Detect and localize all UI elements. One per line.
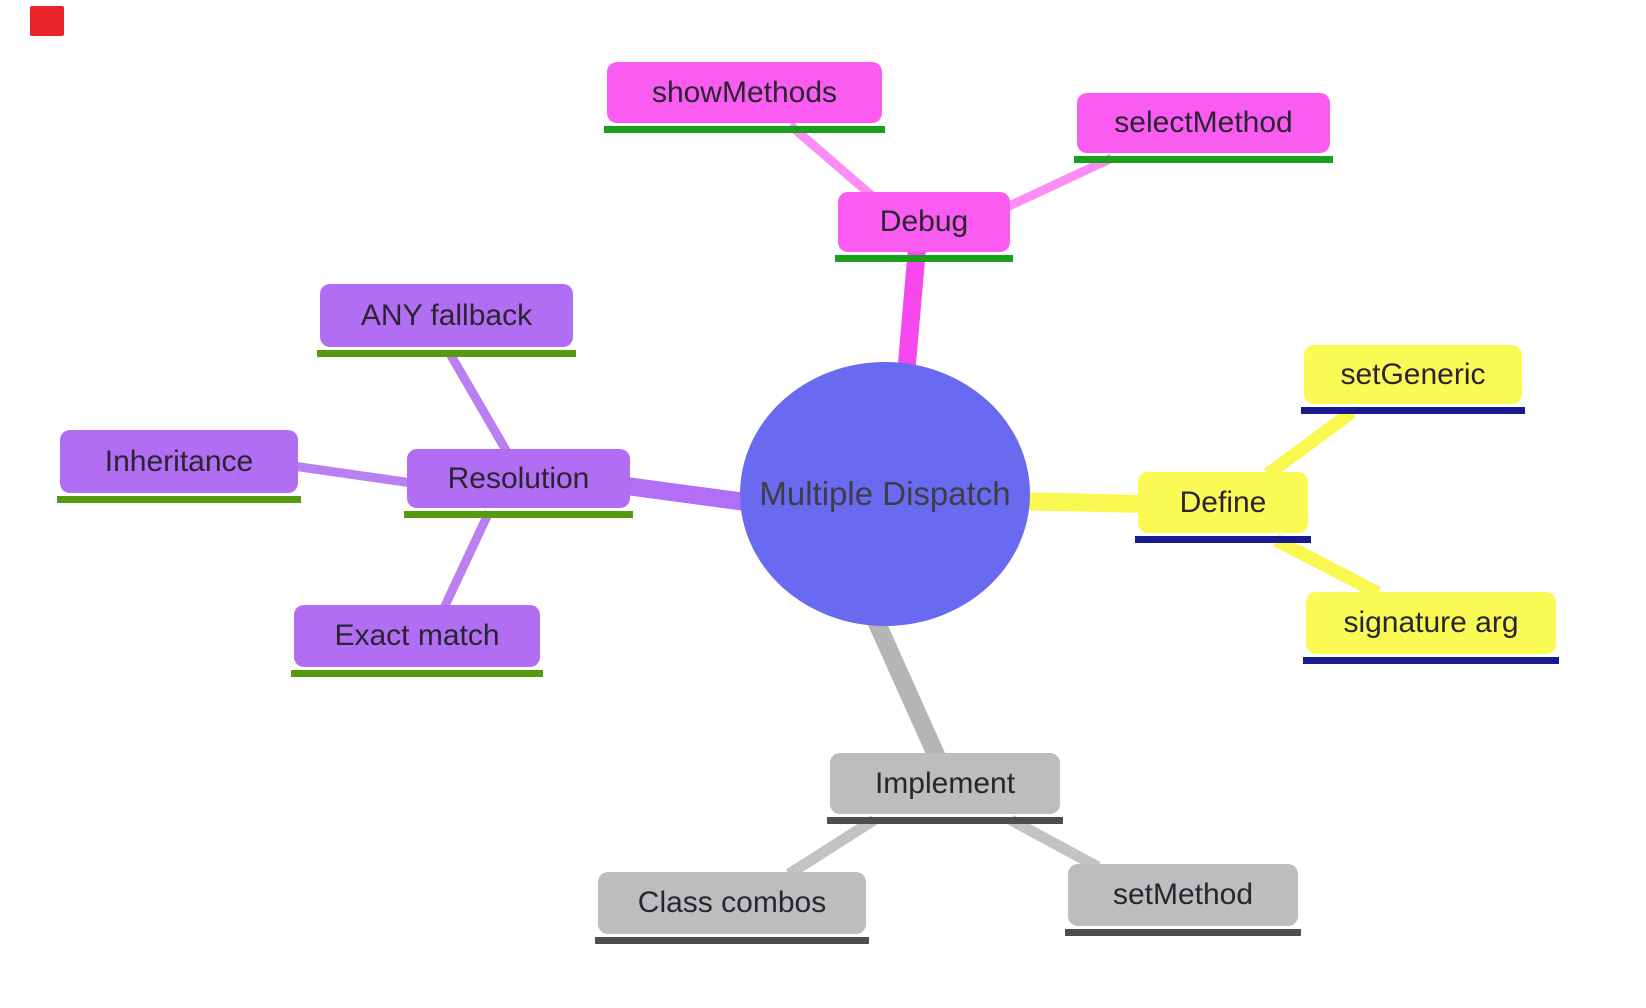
node-label: Inheritance [104, 444, 254, 478]
node-label: Multiple Dispatch [759, 475, 1011, 512]
node-underline [1135, 536, 1311, 543]
node-underline [291, 670, 543, 677]
edge-signature-arg [1273, 534, 1381, 599]
node-signature-arg[interactable]: signature arg [1303, 592, 1559, 664]
edge-define-main [1014, 492, 1146, 513]
node-label: setMethod [1112, 878, 1254, 911]
node-label: setGeneric [1340, 357, 1486, 391]
node-inheritance[interactable]: Inheritance [57, 430, 301, 503]
edge-implement-main [863, 608, 946, 761]
node-setmethod[interactable]: setMethod [1065, 864, 1301, 936]
edge-setmethod [1008, 815, 1101, 872]
node-debug[interactable]: Debug [835, 192, 1013, 262]
node-underline [595, 937, 869, 944]
node-label: Exact match [334, 619, 500, 652]
node-label: Debug [879, 205, 969, 238]
edge-setgeneric [1264, 406, 1356, 480]
node-setgeneric[interactable]: setGeneric [1301, 345, 1525, 414]
node-label: ANY fallback [360, 298, 533, 332]
node-label: Define [1179, 485, 1267, 519]
node-showmethods[interactable]: showMethods [604, 62, 885, 133]
node-underline [1074, 156, 1333, 163]
node-label: selectMethod [1114, 106, 1293, 139]
node-selectmethod[interactable]: selectMethod [1074, 93, 1333, 163]
node-underline [57, 496, 301, 503]
red-marker [30, 6, 64, 36]
node-resolution[interactable]: Resolution [404, 449, 633, 518]
node-underline [835, 255, 1013, 262]
node-label: Class combos [637, 886, 827, 919]
node-label: Implement [874, 766, 1016, 800]
node-underline [1301, 407, 1525, 414]
node-underline [404, 511, 633, 518]
edge-class-combos [786, 815, 877, 879]
node-label: Resolution [447, 461, 590, 495]
node-define[interactable]: Define [1135, 472, 1311, 543]
node-underline [1065, 929, 1301, 936]
node-multiple-dispatch[interactable]: Multiple Dispatch [740, 362, 1030, 626]
node-class-combos[interactable]: Class combos [595, 872, 869, 944]
node-label: showMethods [651, 75, 838, 109]
node-underline [604, 126, 885, 133]
node-any-fallback[interactable]: ANY fallback [317, 284, 576, 357]
edge-inheritance [292, 461, 413, 488]
node-label: signature arg [1343, 606, 1519, 639]
node-underline [1303, 657, 1559, 664]
edge-selectmethod [1005, 153, 1114, 212]
edge-debug-main [897, 247, 926, 376]
edge-any-fallback [445, 349, 511, 455]
edge-exact-match [439, 510, 494, 610]
node-underline [827, 817, 1063, 824]
node-exact-match[interactable]: Exact match [291, 605, 543, 677]
node-implement[interactable]: Implement [827, 753, 1063, 824]
node-underline [317, 350, 576, 357]
